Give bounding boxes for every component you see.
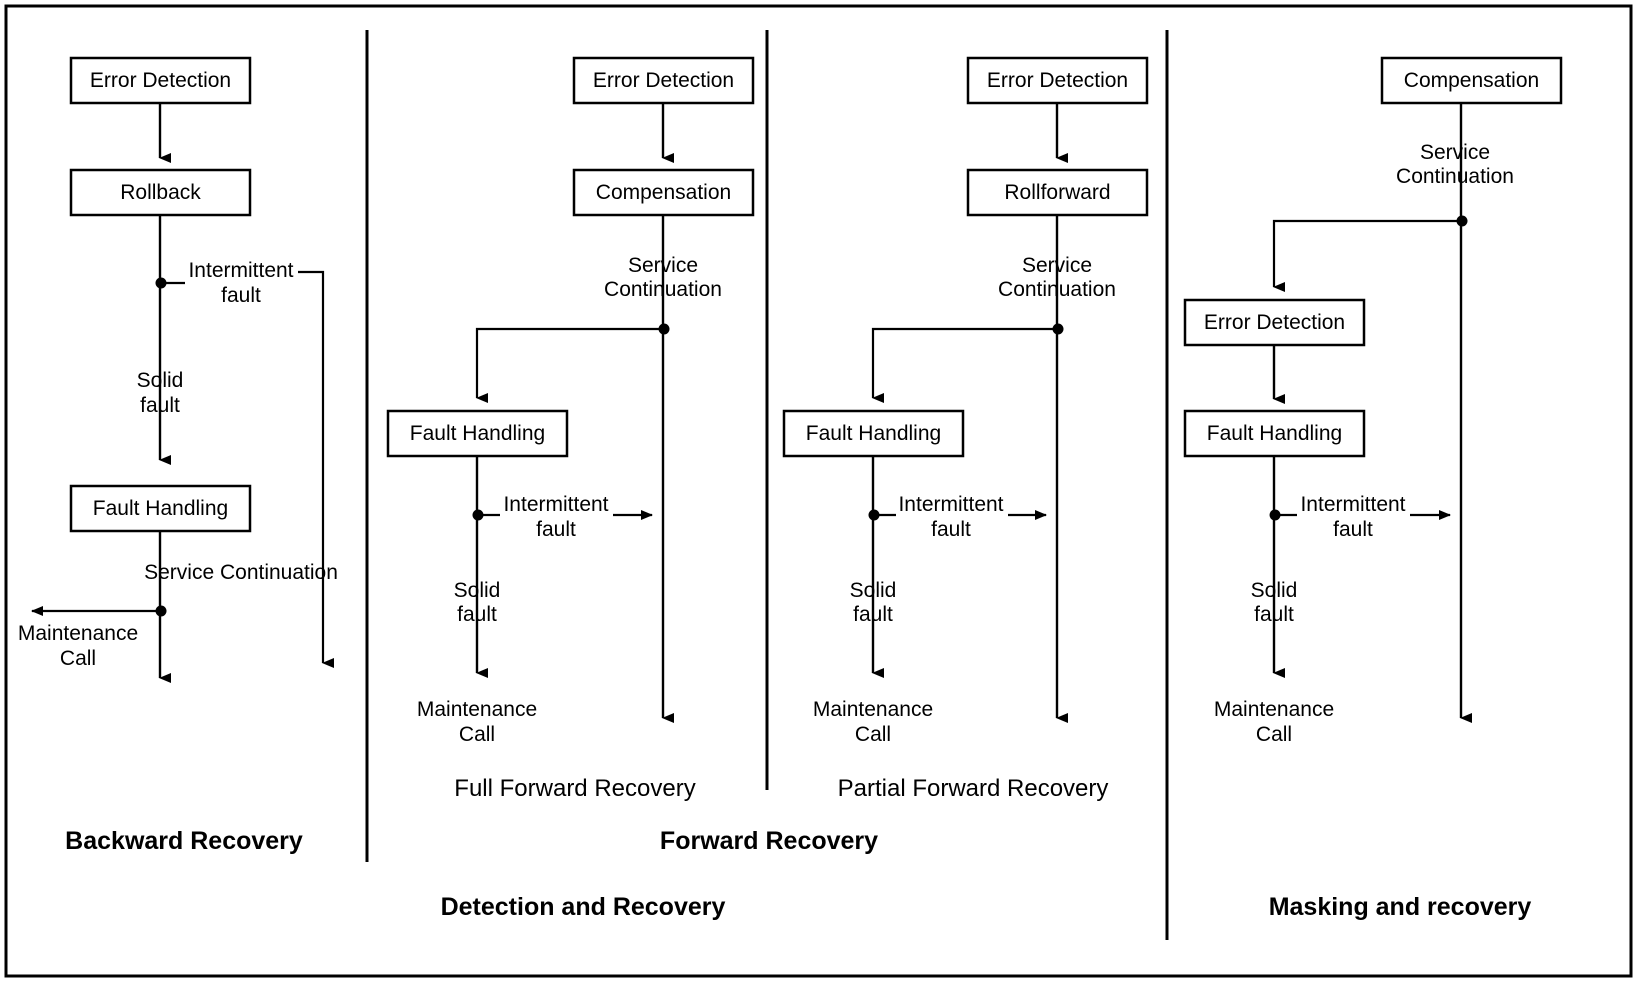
edge-intermittent-return	[298, 270, 334, 668]
column-masking-and-recovery: Compensation Service Continuation Error …	[1183, 56, 1563, 921]
edge-label-intermittent-line1: Intermittent	[503, 493, 608, 516]
box-error-detection[interactable]: Error Detection	[1183, 298, 1366, 347]
caption-forward-recovery: Forward Recovery	[660, 827, 878, 855]
terminal-label-maintenance-line2: Call	[459, 723, 495, 746]
column-backward-recovery: Error Detection Rollback Intermittent fa…	[18, 56, 338, 855]
edge-label-solid-line2: fault	[140, 394, 180, 417]
box-label: Compensation	[1404, 69, 1539, 92]
edge-label-solid-line1: Solid	[454, 579, 501, 602]
edge-to-error-detection	[1272, 219, 1462, 292]
box-compensation[interactable]: Compensation	[1380, 56, 1563, 105]
terminal-label-maintenance-line1: Maintenance	[18, 622, 138, 645]
edge-label-intermittent-line2: fault	[536, 518, 576, 541]
box-rollback[interactable]: Rollback	[69, 168, 252, 217]
edge-label-solid-line1: Solid	[850, 579, 897, 602]
edge-label-service-line1: Service	[1022, 254, 1092, 277]
caption-partial-forward-recovery: Partial Forward Recovery	[838, 775, 1109, 802]
box-label: Error Detection	[593, 69, 734, 92]
column-partial-forward-recovery: Error Detection Rollforward Service Cont…	[782, 56, 1149, 802]
edge-label-intermittent-line1: Intermittent	[1300, 493, 1405, 516]
edge-label-service-line2: Continuation	[998, 278, 1116, 301]
edge-label-service-line2: Continuation	[604, 278, 722, 301]
edge-label-solid-line1: Solid	[1251, 579, 1298, 602]
edge-label-intermittent-line1: Intermittent	[898, 493, 1003, 516]
caption-full-forward-recovery: Full Forward Recovery	[454, 775, 695, 802]
edge-label-solid-line2: fault	[1254, 603, 1294, 626]
edge-label-solid-line2: fault	[457, 603, 497, 626]
edge-to-fault-handling	[475, 327, 664, 403]
caption-backward-recovery: Backward Recovery	[65, 827, 303, 855]
box-fault-handling[interactable]: Fault Handling	[1183, 409, 1366, 458]
box-error-detection[interactable]: Error Detection	[69, 56, 252, 105]
edge-label-service-continuation: Service Continuation	[144, 561, 338, 584]
edge-label-intermittent-line2: fault	[1333, 518, 1373, 541]
box-fault-handling[interactable]: Fault Handling	[69, 484, 252, 533]
terminal-label-maintenance-line1: Maintenance	[1214, 698, 1334, 721]
box-label: Compensation	[596, 181, 731, 204]
box-label: Rollforward	[1004, 181, 1110, 204]
terminal-label-maintenance-line2: Call	[60, 647, 96, 670]
box-fault-handling[interactable]: Fault Handling	[782, 409, 965, 458]
caption-detection-and-recovery: Detection and Recovery	[441, 893, 726, 921]
box-error-detection[interactable]: Error Detection	[966, 56, 1149, 105]
edge-label-solid-line1: Solid	[137, 369, 184, 392]
box-label: Error Detection	[90, 69, 231, 92]
box-label: Error Detection	[1204, 311, 1345, 334]
box-rollforward[interactable]: Rollforward	[966, 168, 1149, 217]
terminal-label-maintenance-line1: Maintenance	[417, 698, 537, 721]
edge-label-intermittent-line2: fault	[931, 518, 971, 541]
terminal-label-maintenance-line1: Maintenance	[813, 698, 933, 721]
box-label: Rollback	[120, 181, 201, 204]
box-compensation[interactable]: Compensation	[572, 168, 755, 217]
edge-to-fault-handling	[871, 327, 1058, 403]
box-label: Error Detection	[987, 69, 1128, 92]
edge-label-service-line2: Continuation	[1396, 165, 1514, 188]
edge-label-intermittent-line2: fault	[221, 284, 261, 307]
edge-label-service-line1: Service	[628, 254, 698, 277]
terminal-label-maintenance-line2: Call	[1256, 723, 1292, 746]
box-label: Fault Handling	[1207, 422, 1342, 445]
edge-label-solid-line2: fault	[853, 603, 893, 626]
figure-border	[4, 4, 1633, 978]
box-label: Fault Handling	[410, 422, 545, 445]
caption-masking-and-recovery: Masking and recovery	[1269, 893, 1532, 921]
edge-label-intermittent-line1: Intermittent	[188, 259, 293, 282]
column-full-forward-recovery: Error Detection Compensation Service Con…	[386, 56, 755, 802]
box-error-detection[interactable]: Error Detection	[572, 56, 755, 105]
box-label: Fault Handling	[93, 497, 228, 520]
terminal-label-maintenance-line2: Call	[855, 723, 891, 746]
edge-label-service-line1: Service	[1420, 141, 1490, 164]
box-fault-handling[interactable]: Fault Handling	[386, 409, 569, 458]
box-label: Fault Handling	[806, 422, 941, 445]
